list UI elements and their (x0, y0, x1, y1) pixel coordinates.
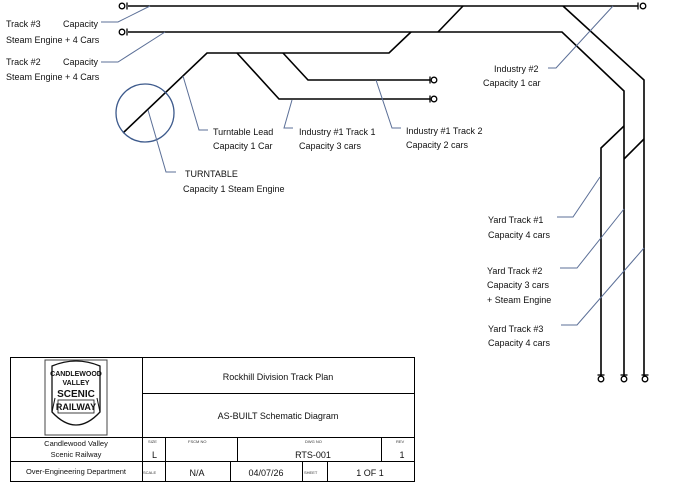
bumper-track2-west-icon (118, 28, 128, 36)
track2-name: Track #2 (6, 57, 41, 67)
industry1-track1-detail: Capacity 3 cars (299, 141, 362, 151)
bumpers (118, 2, 649, 383)
yard-ladder-track3 (623, 138, 645, 160)
railway-logo: CANDLEWOOD VALLEY SCENIC RAILWAY (44, 359, 108, 436)
scale-value: N/A (189, 468, 204, 478)
track-2 (128, 31, 625, 376)
track2-capacity: Capacity (63, 57, 99, 67)
turntable-detail: Capacity 1 Steam Engine (183, 184, 285, 194)
drawing-number: RTS-001 (295, 450, 331, 460)
svg-text:SCENIC: SCENIC (57, 389, 95, 400)
title-block: CANDLEWOOD VALLEY SCENIC RAILWAY Rockhil… (10, 357, 415, 482)
track3-detail: Steam Engine + 4 Cars (6, 35, 100, 45)
industry1-track1 (236, 52, 430, 100)
industry2-detail: Capacity 1 car (483, 78, 541, 88)
industry1-track2 (282, 52, 430, 81)
track2-detail: Steam Engine + 4 Cars (6, 72, 100, 82)
turntable-lead-track (122, 31, 412, 134)
bumper-yard3-icon (641, 374, 649, 383)
drawing-title: Rockhill Division Track Plan (223, 372, 334, 382)
industry2-name: Industry #2 (494, 64, 539, 74)
svg-text:VALLEY: VALLEY (62, 380, 89, 387)
drawing-subtitle: AS-BUILT Schematic Diagram (218, 411, 339, 421)
track3-name: Track #3 (6, 19, 41, 29)
svg-text:RAILWAY: RAILWAY (56, 402, 96, 412)
yard2-extra: + Steam Engine (487, 295, 551, 305)
turntable-lead-detail: Capacity 1 Car (213, 141, 273, 151)
yard1-detail: Capacity 4 cars (488, 230, 551, 240)
industry1-track1-name: Industry #1 Track 1 (299, 127, 376, 137)
svg-text:FSCM NO: FSCM NO (188, 439, 206, 444)
turntable-circle (115, 83, 175, 143)
department: Over-Engineering Department (26, 467, 127, 476)
svg-text:SHEET: SHEET (304, 470, 318, 475)
size-value: L (152, 450, 157, 460)
yard3-name: Yard Track #3 (488, 324, 543, 334)
track3-capacity: Capacity (63, 19, 99, 29)
crossover-track3-track2 (437, 5, 464, 33)
yard3-detail: Capacity 4 cars (488, 338, 551, 348)
sheet-number: 1 OF 1 (356, 468, 384, 478)
track-labels: Track #3 Capacity Steam Engine + 4 Cars … (6, 19, 551, 348)
bumper-track3-west-icon (118, 2, 128, 10)
revision: 1 (399, 450, 404, 460)
svg-text:CANDLEWOOD: CANDLEWOOD (50, 371, 102, 378)
yard1-name: Yard Track #1 (488, 215, 543, 225)
industry1-track2-detail: Capacity 2 cars (406, 140, 469, 150)
yard2-name: Yard Track #2 (487, 266, 542, 276)
svg-text:DWG NO: DWG NO (305, 439, 322, 444)
company-line2: Scenic Railway (51, 450, 102, 459)
bumper-yard2-icon (620, 374, 628, 383)
svg-text:SIZE: SIZE (148, 439, 157, 444)
turntable-name: TURNTABLE (185, 169, 238, 179)
turntable-lead-name: Turntable Lead (213, 127, 273, 137)
leader-lines (101, 5, 645, 326)
industry1-track2-name: Industry #1 Track 2 (406, 126, 483, 136)
yard2-detail: Capacity 3 cars (487, 280, 550, 290)
bumper-yard1-icon (597, 374, 605, 383)
bumper-industry1-track1-icon (429, 95, 438, 103)
bumper-industry1-track2-icon (429, 76, 438, 84)
yard-track-1 (600, 125, 625, 376)
svg-text:SCALE: SCALE (143, 470, 156, 475)
company-line1: Candlewood Valley (44, 439, 108, 448)
svg-text:REV: REV (396, 439, 405, 444)
drawing-date: 04/07/26 (248, 468, 283, 478)
bumper-track3-east-icon (637, 2, 647, 10)
